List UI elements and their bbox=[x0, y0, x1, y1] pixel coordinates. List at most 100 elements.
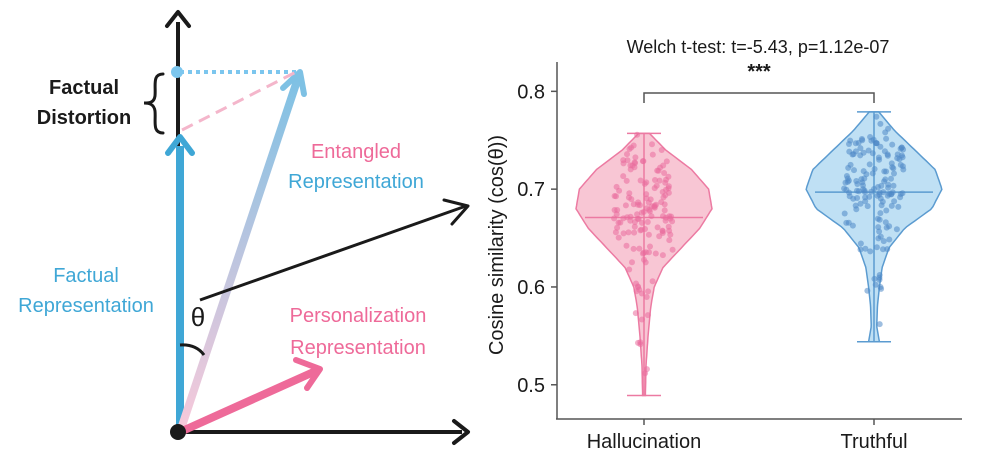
violin-chart: Welch t-test: t=-5.43, p=1.12e-07 *** Co… bbox=[486, 37, 962, 453]
data-point bbox=[666, 227, 673, 234]
data-point bbox=[868, 188, 875, 195]
entangled-label-line1: Entangled bbox=[311, 141, 401, 163]
theta-arc bbox=[179, 343, 206, 356]
data-point bbox=[638, 316, 645, 323]
data-point bbox=[888, 175, 894, 182]
data-point bbox=[878, 285, 885, 292]
data-point bbox=[637, 339, 644, 346]
data-point bbox=[880, 238, 887, 245]
data-point bbox=[869, 150, 876, 157]
data-point bbox=[883, 207, 890, 214]
data-point bbox=[893, 226, 900, 233]
data-point bbox=[643, 191, 650, 198]
data-point bbox=[895, 203, 902, 210]
data-point bbox=[662, 217, 669, 224]
data-point bbox=[891, 170, 897, 177]
data-point bbox=[867, 134, 874, 140]
data-point bbox=[884, 246, 891, 253]
data-point bbox=[875, 235, 882, 242]
y-tick-label: 0.5 bbox=[517, 375, 545, 397]
data-point bbox=[646, 249, 652, 256]
personalization-label-line2: Representation bbox=[290, 337, 426, 359]
data-point bbox=[649, 151, 656, 158]
data-point bbox=[869, 170, 876, 177]
data-point bbox=[634, 131, 641, 138]
data-point bbox=[862, 245, 869, 252]
factual-label-line2: Representation bbox=[18, 295, 154, 317]
data-point bbox=[637, 177, 644, 184]
data-point bbox=[851, 167, 857, 174]
factual-label-line1: Factual bbox=[53, 265, 119, 287]
data-point bbox=[876, 156, 883, 163]
data-point bbox=[625, 229, 632, 236]
data-point bbox=[630, 245, 637, 252]
data-point bbox=[665, 173, 672, 180]
data-point bbox=[633, 280, 639, 287]
data-point bbox=[620, 173, 627, 180]
data-point bbox=[667, 215, 674, 222]
data-point bbox=[876, 228, 883, 235]
data-point bbox=[860, 168, 867, 175]
data-point bbox=[662, 179, 669, 186]
data-point bbox=[643, 179, 650, 186]
data-point bbox=[644, 219, 651, 225]
theta-direction-vector bbox=[199, 204, 467, 302]
data-point bbox=[661, 170, 668, 176]
data-point bbox=[643, 294, 650, 300]
origin-point bbox=[170, 424, 186, 440]
data-point bbox=[660, 194, 667, 201]
data-point bbox=[666, 237, 673, 244]
data-point bbox=[626, 146, 633, 152]
data-point bbox=[632, 310, 639, 317]
data-point bbox=[647, 196, 654, 203]
data-point bbox=[843, 219, 850, 226]
data-point bbox=[623, 242, 630, 249]
data-point bbox=[655, 167, 662, 174]
factual-distortion-label-line2: Distortion bbox=[37, 107, 131, 129]
data-point bbox=[879, 198, 886, 205]
data-point bbox=[877, 210, 884, 217]
data-point bbox=[626, 266, 633, 273]
data-point bbox=[634, 211, 641, 218]
chart-title: Welch t-test: t=-5.43, p=1.12e-07 bbox=[627, 37, 890, 57]
data-point bbox=[661, 207, 668, 214]
entangled-vector-arrowhead bbox=[280, 69, 307, 97]
data-point bbox=[849, 151, 856, 158]
data-point bbox=[616, 187, 623, 194]
data-point bbox=[624, 157, 631, 164]
data-point bbox=[900, 166, 907, 173]
data-point bbox=[636, 286, 643, 293]
data-point bbox=[639, 250, 646, 257]
data-point bbox=[631, 164, 638, 171]
data-point bbox=[872, 281, 879, 288]
data-point bbox=[669, 246, 676, 253]
data-point bbox=[636, 245, 643, 252]
data-point bbox=[898, 144, 905, 151]
data-point bbox=[852, 140, 859, 147]
data-point bbox=[663, 158, 670, 165]
y-axis-label: Cosine similarity (cos(θ)) bbox=[486, 135, 508, 355]
data-point bbox=[615, 234, 622, 241]
data-point bbox=[658, 147, 665, 153]
data-point bbox=[857, 246, 864, 253]
data-point bbox=[873, 140, 880, 147]
data-point bbox=[656, 177, 663, 184]
data-point bbox=[623, 177, 630, 184]
data-point bbox=[897, 194, 904, 201]
entangled-vector bbox=[176, 76, 302, 434]
data-point bbox=[844, 178, 851, 185]
data-point bbox=[654, 224, 661, 231]
data-point bbox=[611, 215, 618, 222]
data-point bbox=[864, 287, 871, 294]
data-point bbox=[883, 135, 890, 142]
y-axis-arrowhead bbox=[165, 10, 191, 28]
data-point bbox=[860, 149, 867, 156]
data-point bbox=[649, 278, 656, 285]
data-point bbox=[652, 177, 658, 183]
data-point bbox=[889, 164, 896, 171]
data-point bbox=[620, 230, 627, 237]
data-point bbox=[637, 227, 644, 234]
data-point bbox=[645, 231, 652, 238]
